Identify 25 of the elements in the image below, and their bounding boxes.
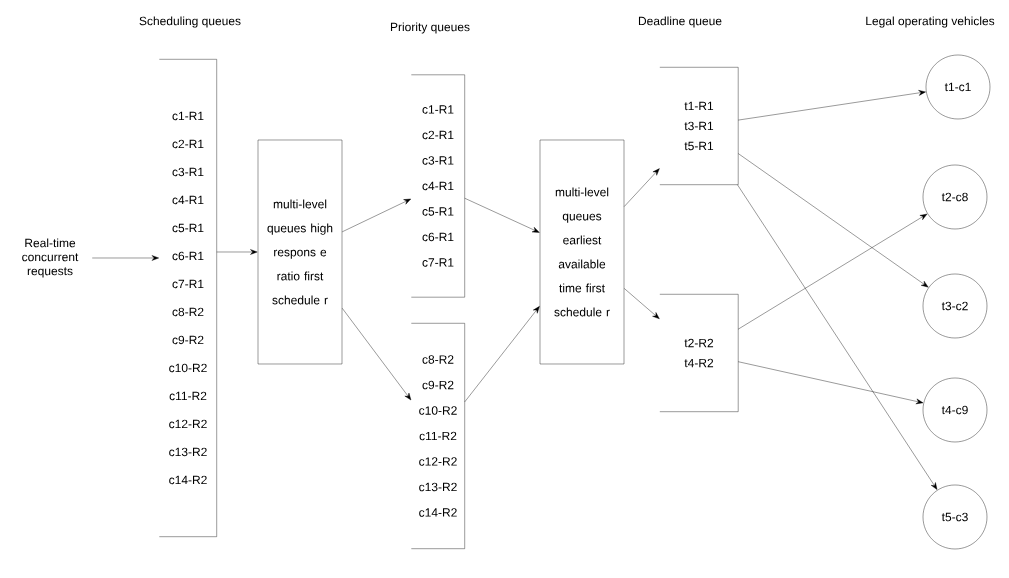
arrow: [738, 90, 926, 121]
request-label: Real-time concurrent requests: [22, 238, 79, 278]
queue-bracket: t2-R2 t4-R2: [659, 294, 739, 412]
arrow: [624, 168, 660, 207]
column-heading: Scheduling queues: [139, 16, 241, 28]
arrow: [216, 249, 258, 255]
arrow: [92, 255, 159, 261]
arrow: [738, 361, 924, 405]
scheduler-box: multi-level queues earliest available time first schedule r: [539, 139, 625, 365]
column-heading: Legal operating vehicles: [866, 16, 995, 28]
arrow: [737, 184, 938, 490]
scheduler-box: multi-level queues high respons e ratio first schedule r: [257, 139, 343, 365]
queue-bracket: c1-R1 c2-R1 c3-R1 c4-R1 c5-R1 c6-R1 c7-R1: [411, 74, 465, 298]
arrow: [464, 198, 540, 233]
arrow: [738, 213, 928, 330]
queue-bracket: c8-R2 c9-R2 c10-R2 c11-R2 c12-R2 c13-R2 c14-R2: [411, 323, 465, 549]
arrow: [738, 153, 929, 288]
arrow: [624, 288, 660, 319]
queue-bracket: c1-R1 c2-R1 c3-R1 c4-R1 c5-R1 c6-R1 c7-R1 c8-R2 c9-R2 c10-R2 c11-R2 c12-R2 c13-R2 c14-R2: [159, 59, 217, 537]
column-heading: Priority queues: [391, 22, 470, 34]
arrow: [342, 308, 412, 401]
arrow: [464, 306, 540, 403]
arrow: [342, 198, 411, 233]
queue-bracket: t1-R1 t3-R1 t5-R1: [659, 67, 739, 185]
column-heading: Deadline queue: [638, 16, 722, 28]
